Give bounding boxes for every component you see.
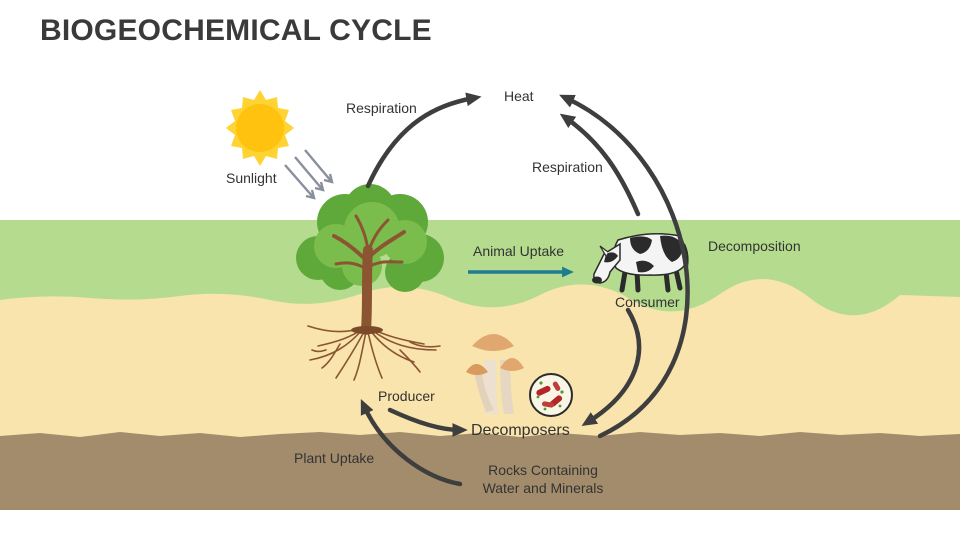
producer-to-decomposers-arrow [387,407,468,437]
label-heat: Heat [504,88,534,104]
mushroom-icon [466,334,524,414]
decomposition-arrow [559,94,690,439]
consumer-to-decomposers-arrow [581,307,642,427]
label-rocks-line2: Water and Minerals [482,480,604,496]
label-animal-uptake: Animal Uptake [473,243,565,259]
cow-icon [592,233,689,293]
label-decomposition: Decomposition [708,238,801,254]
sunlight-rays-icon [284,149,334,200]
label-plant-uptake: Plant Uptake [294,450,375,466]
bedrock-layer [0,432,960,510]
label-rocks-line1: Rocks Containing [488,462,598,478]
label-sunlight: Sunlight [226,170,277,186]
label-respiration-producer: Respiration [346,100,417,116]
respiration-consumer-arrow [559,113,641,217]
respiration-producer-arrow [365,92,482,189]
label-decomposers: Decomposers [471,422,570,439]
tree-icon [296,184,444,381]
sun-icon [226,90,294,166]
label-rocks: Rocks Containing Water and Minerals [470,461,616,497]
plant-uptake-arrow [360,399,463,487]
label-respiration-consumer: Respiration [532,159,603,175]
bacteria-icon [529,373,573,417]
label-consumer: Consumer [615,294,680,310]
label-producer: Producer [378,388,435,404]
cycle-arrows [360,92,690,487]
slide-title: BIOGEOCHEMICAL CYCLE [40,14,432,47]
